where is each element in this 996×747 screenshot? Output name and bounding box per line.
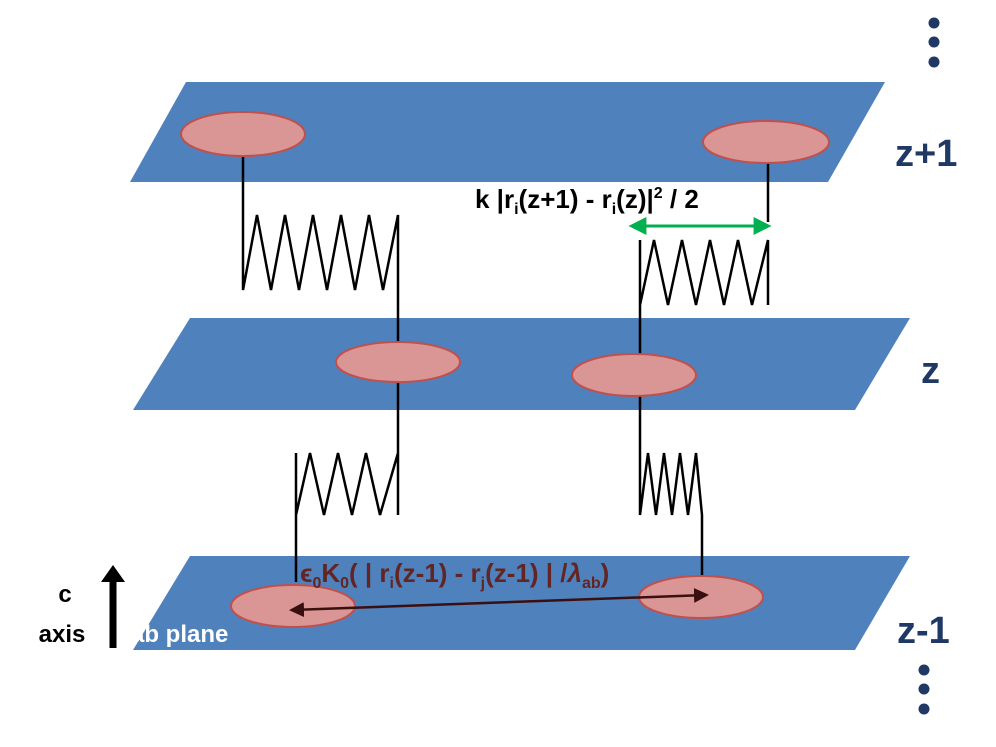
vortex-middle-right — [571, 353, 697, 397]
layer-label-top: z+1 — [895, 133, 957, 175]
vortex-bottom-left — [230, 584, 356, 628]
plane-middle — [133, 318, 910, 410]
vertical-ellipsis-icon — [928, 17, 940, 68]
spring-icon — [638, 452, 704, 516]
ab-plane-label: ab plane — [131, 621, 228, 648]
vortex-middle-left — [335, 341, 461, 383]
layer-label-middle: z — [921, 350, 940, 392]
vortex-top-right — [702, 120, 830, 164]
vortex-top-left — [180, 111, 306, 157]
spring-icon — [241, 214, 400, 291]
axis-word-label: axis — [39, 621, 86, 648]
c-axis-label: c — [58, 581, 71, 608]
spring-icon — [638, 239, 770, 306]
vertical-ellipsis-icon — [918, 664, 930, 715]
inplane-formula: ϵ0K0( | ri(z-1) - rj(z-1) | /λab) — [300, 558, 609, 592]
double-arrow-icon — [289, 587, 709, 618]
up-arrow-head — [101, 565, 125, 582]
spring-icon — [294, 452, 400, 516]
coupling-formula: k |ri(z+1) - ri(z)|2 / 2 — [475, 184, 699, 218]
plane-top — [130, 82, 885, 182]
layer-label-bottom: z-1 — [897, 610, 950, 652]
